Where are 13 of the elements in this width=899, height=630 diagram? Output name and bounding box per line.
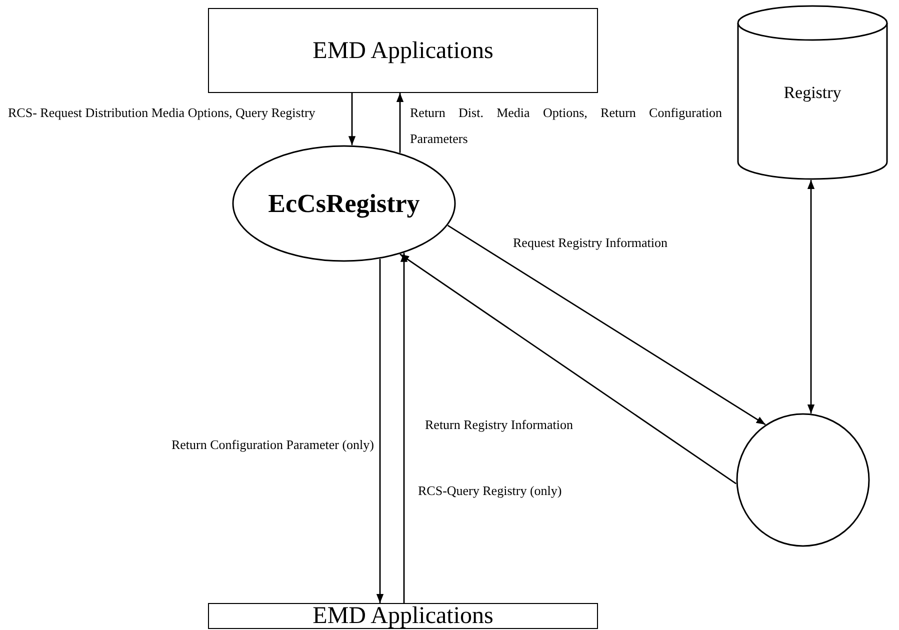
node-label: EcCsRegistry [268,188,420,220]
arrow [376,258,384,603]
arrow [348,93,356,146]
arrow [400,254,736,484]
arrow [400,252,408,603]
process-box [208,603,598,629]
arrow [447,224,766,426]
process-box [208,8,598,93]
arrow [396,93,404,153]
node-label: Registry [784,82,842,104]
node-label: EMD Applications [312,36,494,66]
arrow [807,180,815,414]
node-label: EMD Applications [312,602,494,630]
